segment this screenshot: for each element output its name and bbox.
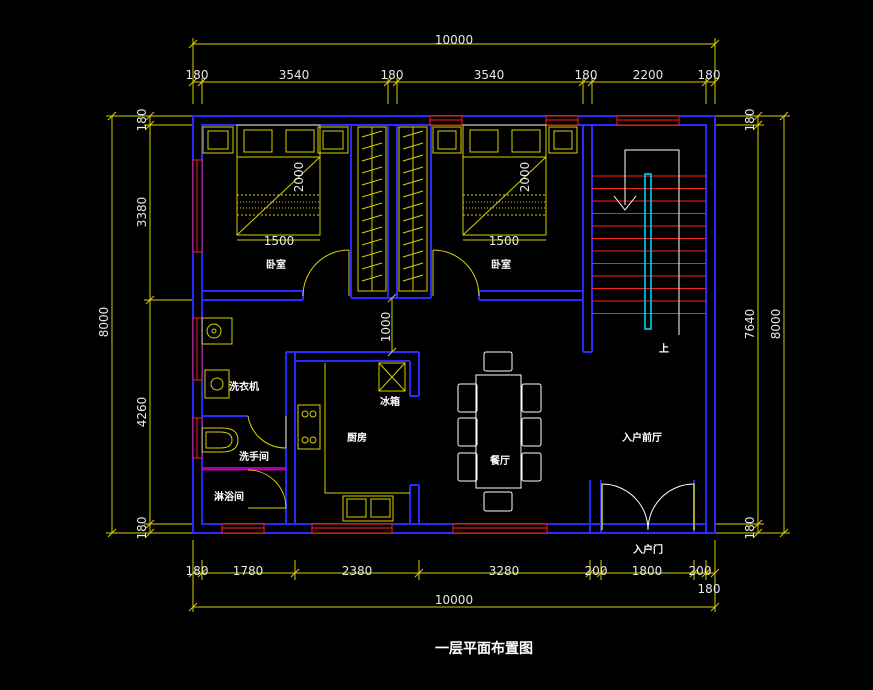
wardrobe-hanger (402, 250, 424, 258)
stairs-up-label: 上 (659, 342, 669, 355)
dim-right-total: 8000 (769, 309, 783, 340)
bedroom-left-furniture (202, 124, 349, 241)
dim-bottom-seg-3: 2380 (342, 564, 373, 578)
room-label-dining: 餐厅 (489, 454, 510, 467)
stair-steps (592, 175, 706, 314)
dim-top-seg-6: 2200 (633, 68, 664, 82)
wardrobe-hanger (361, 166, 383, 174)
room-label-entry-hall: 入户前厅 (622, 431, 662, 444)
room-label-entry-door: 入户门 (633, 543, 663, 556)
wardrobe-hanger (402, 190, 424, 198)
dim-right-seg-1: 180 (743, 109, 757, 132)
dim-left-seg-2: 3380 (135, 197, 149, 228)
wardrobe-hanger (402, 178, 424, 186)
bed-width-right: 1500 (489, 234, 520, 248)
wardrobe-hangers (361, 130, 424, 282)
wardrobe-hanger (361, 238, 383, 246)
wardrobe-hanger (402, 142, 424, 150)
dim-top-seg-7: 180 (698, 68, 721, 82)
dim-right-seg-2: 7640 (743, 309, 757, 340)
bed-width-left: 1500 (264, 234, 295, 248)
room-label-shower: 淋浴间 (214, 490, 244, 503)
bathroom-fixtures (201, 317, 287, 509)
bedroom-doors (302, 249, 480, 297)
drawing-title: 一层平面布置图 (435, 640, 533, 657)
dim-bottom-seg-5: 200 (585, 564, 608, 578)
dimension-ticks (107, 77, 789, 578)
dim-left-seg-4: 180 (135, 517, 149, 540)
entry-door (601, 483, 695, 531)
wardrobe-hanger (361, 202, 383, 210)
stair-details (613, 149, 680, 335)
corridor-dimension (387, 293, 397, 357)
dim-bottom-seg-2: 1780 (233, 564, 264, 578)
wardrobe-hanger (361, 142, 383, 150)
wardrobe-hanger (402, 202, 424, 210)
corridor-width: 1000 (379, 312, 393, 343)
bed-length-left: 2000 (292, 162, 306, 193)
dining-set (457, 351, 542, 512)
bed-length-right: 2000 (518, 162, 532, 193)
wardrobe-hanger (402, 238, 424, 246)
dim-bottom-seg-6: 1800 (632, 564, 663, 578)
wardrobe-hanger (361, 214, 383, 222)
plan-labels: 2000 1500 2000 1500 1000 卧室 卧室 洗衣机 洗手间 淋… (214, 162, 669, 556)
dim-top-total: 10000 (435, 33, 473, 47)
wardrobe-hanger (361, 226, 383, 234)
dim-left-total: 8000 (97, 307, 111, 338)
dim-bottom-extra: 180 (698, 582, 721, 596)
dimension-lines (106, 38, 790, 612)
wardrobe-hanger (402, 154, 424, 162)
dim-bottom-seg-4: 3280 (489, 564, 520, 578)
wardrobe-hanger (402, 226, 424, 234)
wardrobe-hanger (402, 274, 424, 282)
windows (192, 115, 680, 534)
wardrobe-hanger (402, 214, 424, 222)
room-label-fridge: 冰箱 (380, 395, 400, 408)
dim-top-seg-4: 3540 (474, 68, 505, 82)
wardrobe-hanger (361, 262, 383, 270)
wardrobe-hanger (361, 250, 383, 258)
dim-bottom-total: 10000 (435, 593, 473, 607)
wardrobe-hanger (361, 154, 383, 162)
wardrobe-hanger (402, 130, 424, 138)
dim-bottom-seg-7: 200 (689, 564, 712, 578)
wardrobe-hanger (402, 262, 424, 270)
room-label-kitchen: 厨房 (347, 431, 367, 444)
room-label-washroom: 洗手间 (239, 450, 269, 463)
wardrobes (357, 126, 428, 292)
room-label-bedroom-right: 卧室 (491, 258, 511, 271)
dim-left-seg-1: 180 (135, 109, 149, 132)
dim-top-seg-3: 180 (381, 68, 404, 82)
room-label-bedroom-left: 卧室 (266, 258, 286, 271)
entry-door-leaves (601, 484, 695, 530)
wardrobe-hanger (361, 178, 383, 186)
dim-top-seg-5: 180 (575, 68, 598, 82)
dimension-texts: 10000 180 3540 180 3540 180 2200 180 180… (97, 33, 783, 607)
dim-left-seg-3: 4260 (135, 397, 149, 428)
wardrobe-hanger (361, 130, 383, 138)
room-label-laundry: 洗衣机 (229, 380, 259, 393)
wardrobe-hanger (361, 274, 383, 282)
wardrobe-hanger (361, 190, 383, 198)
kitchen-fixtures (297, 362, 410, 522)
dim-top-seg-1: 180 (186, 68, 209, 82)
dim-right-seg-3: 180 (743, 517, 757, 540)
dim-bottom-seg-1: 180 (186, 564, 209, 578)
bedroom-right-furniture (432, 124, 578, 241)
dim-top-seg-2: 3540 (279, 68, 310, 82)
wardrobe-hanger (402, 166, 424, 174)
